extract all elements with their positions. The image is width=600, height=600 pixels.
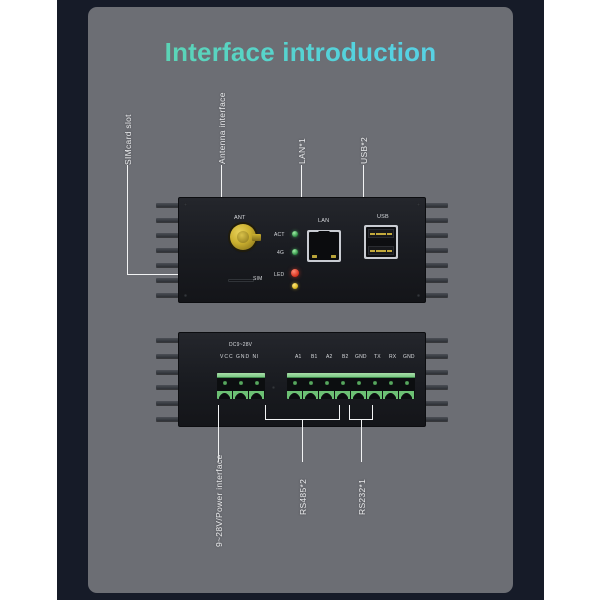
usb-ports[interactable] — [364, 225, 398, 259]
silkscreen-pin-tx: TX — [374, 354, 381, 360]
leader-line-rs485 — [302, 419, 303, 462]
rear-panel-face: DC9~28V VCC GND NI A1 B1 A2 B2 GND TX RX… — [178, 332, 426, 427]
heatsink-fins-right — [422, 197, 448, 303]
leader-line-sim-card-slot-horizontal — [127, 274, 209, 275]
silkscreen-pin-a1: A1 — [295, 354, 302, 360]
device-front-view: ANT SIM ACT 4G LED LAN — [156, 197, 448, 303]
page-title: Interface introduction — [88, 37, 513, 68]
callout-label-rs485: RS485*2 — [298, 478, 308, 515]
content-card: Interface introduction SIMcard slot Ante… — [88, 7, 513, 593]
terminal-pin[interactable] — [351, 378, 367, 399]
device-rear-view: DC9~28V VCC GND NI A1 B1 A2 B2 GND TX RX… — [156, 332, 448, 427]
screw — [417, 294, 420, 297]
terminal-pin[interactable] — [319, 378, 335, 399]
heatsink-fins-left — [156, 197, 182, 303]
antenna-connector — [230, 224, 256, 250]
front-panel-face: ANT SIM ACT 4G LED LAN — [178, 197, 426, 303]
status-led — [291, 269, 299, 277]
terminal-pin[interactable] — [249, 378, 265, 399]
leader-line-usb-ports — [363, 165, 364, 212]
power-terminal-block[interactable] — [217, 373, 265, 399]
heatsink-fins-left-rear — [156, 332, 182, 427]
heatsink-fins-right-rear — [422, 332, 448, 427]
silkscreen-ant: ANT — [234, 215, 246, 221]
power-led — [292, 283, 298, 289]
callout-label-antenna-interface: Antenna interface — [217, 92, 227, 164]
lan-port[interactable] — [307, 230, 341, 262]
callout-label-sim-card-slot: SIMcard slot — [123, 114, 133, 165]
antenna-connector-tab — [252, 234, 261, 241]
silkscreen-pin-a2: A2 — [326, 354, 333, 360]
callout-label-power-interface: 9~28V/Power interface — [214, 454, 224, 547]
silkscreen-voltage: DC9~28V — [229, 342, 253, 348]
usb-port-upper[interactable] — [368, 229, 394, 238]
silkscreen-usb: USB — [377, 214, 389, 220]
silkscreen-power-pins: VCC GND NI — [220, 354, 260, 360]
silkscreen-pin-gnd-1: GND — [355, 354, 367, 360]
terminal-pin[interactable] — [367, 378, 383, 399]
screw — [184, 294, 187, 297]
terminal-pin[interactable] — [383, 378, 399, 399]
silkscreen-4g: 4G — [277, 250, 285, 256]
sim-card-slot[interactable] — [228, 279, 254, 282]
bracket-rs485 — [265, 405, 340, 420]
4g-led — [292, 249, 298, 255]
silkscreen-pin-gnd-2: GND — [403, 354, 415, 360]
silkscreen-pin-b2: B2 — [342, 354, 349, 360]
leader-line-lan-port — [301, 165, 302, 214]
callout-label-usb-ports: USB*2 — [359, 136, 369, 164]
terminal-pin[interactable] — [399, 378, 415, 399]
silkscreen-led: LED — [274, 272, 285, 278]
terminal-pin[interactable] — [233, 378, 249, 399]
leader-line-power-interface — [218, 405, 219, 462]
silkscreen-sim: SIM — [253, 276, 263, 282]
screw — [417, 203, 420, 206]
callout-label-rs232: RS232*1 — [357, 478, 367, 515]
leader-line-rs232 — [361, 419, 362, 462]
silkscreen-lan: LAN — [318, 218, 330, 224]
terminal-pin[interactable] — [217, 378, 233, 399]
usb-port-lower[interactable] — [368, 246, 394, 255]
leader-line-antenna-interface — [221, 165, 222, 205]
act-led — [292, 231, 298, 237]
terminal-pin[interactable] — [303, 378, 319, 399]
silkscreen-pin-rx: RX — [389, 354, 397, 360]
screw — [272, 386, 275, 389]
callout-label-lan-port: LAN*1 — [297, 137, 307, 164]
silkscreen-pin-b1: B1 — [311, 354, 318, 360]
leader-line-sim-card-slot — [127, 165, 128, 275]
bracket-rs232 — [349, 405, 373, 420]
silkscreen-act: ACT — [274, 232, 285, 238]
terminal-pin[interactable] — [335, 378, 351, 399]
io-terminal-block[interactable] — [287, 373, 415, 399]
terminal-pin[interactable] — [287, 378, 303, 399]
screw — [184, 203, 187, 206]
